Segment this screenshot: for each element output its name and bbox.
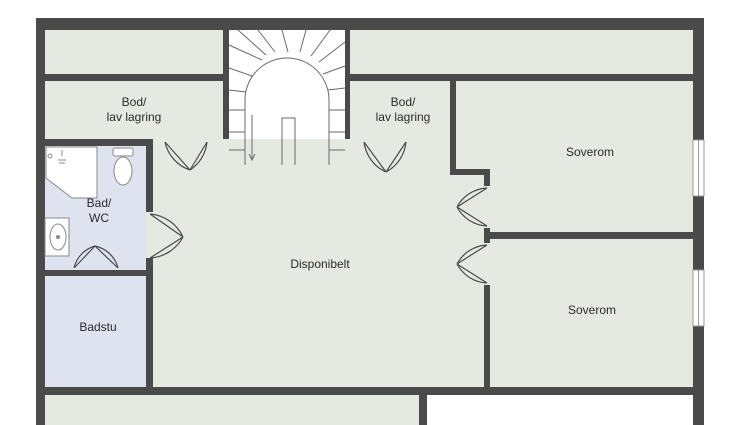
- bod-left-label-line1: Bod/: [122, 95, 147, 109]
- bod-left-floor: [45, 81, 223, 139]
- bod-right-floor: [350, 81, 450, 139]
- door-swings: [73, 141, 488, 284]
- bod-right-label-line2: lav lagring: [376, 110, 431, 124]
- bad-label-line2: WC: [89, 211, 109, 225]
- bod-left-label-line2: lav lagring: [107, 110, 162, 124]
- door-gap: [146, 212, 154, 258]
- top-left-storage-floor: [45, 30, 223, 74]
- soverom-top-floor: [456, 81, 693, 232]
- shower-head-icon: [47, 153, 53, 159]
- bod-right-label-line1: Bod/: [391, 95, 416, 109]
- soverom-bottom-floor: [490, 239, 693, 387]
- interior-wall: [450, 169, 490, 175]
- shower-icon: [58, 150, 66, 164]
- interior-wall: [450, 139, 456, 171]
- bad-label-line1: Bad/: [87, 196, 112, 210]
- toilet-tank-icon: [112, 147, 134, 157]
- staircase: [228, 29, 346, 165]
- door-gap: [362, 139, 408, 145]
- bathroom-fixtures: [44, 146, 134, 257]
- top-right-storage-floor: [350, 30, 693, 74]
- interior-wall: [490, 232, 693, 239]
- bottom-left-room-floor: [45, 395, 419, 425]
- soverom-bottom-label: Soverom: [568, 303, 616, 317]
- sink-basin-icon: [49, 223, 67, 251]
- bottom-right-room-floor: [427, 395, 693, 425]
- badstu-floor: [45, 276, 146, 387]
- disponibelt-label: Disponibelt: [290, 257, 350, 271]
- sink-drain-icon: [56, 235, 60, 239]
- door-gap: [484, 186, 490, 228]
- badstu-label: Badstu: [79, 320, 116, 334]
- door-gap: [163, 139, 209, 145]
- disponibelt-floor: [153, 143, 488, 387]
- soverom-top-label: Soverom: [566, 145, 614, 159]
- door-gap: [484, 243, 490, 285]
- toilet-bowl-icon: [113, 156, 133, 186]
